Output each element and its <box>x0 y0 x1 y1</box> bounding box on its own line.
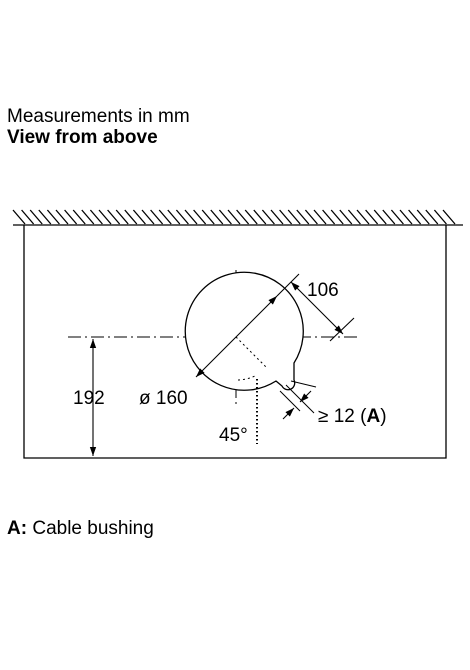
hatch-stroke <box>356 209 370 225</box>
hatch-stroke <box>81 209 95 225</box>
hatch-stroke <box>365 209 379 225</box>
hatch-stroke <box>21 209 35 225</box>
hatch-stroke <box>408 209 422 225</box>
hatch-stroke <box>270 209 284 225</box>
hatch-stroke <box>425 209 439 225</box>
diameter-dimension-line <box>195 295 278 378</box>
gap-label-prefix: ≥ 12 ( <box>318 406 367 427</box>
hatch-stroke <box>399 209 413 225</box>
hatch-stroke <box>330 209 344 225</box>
gap-leader <box>290 380 317 388</box>
hatch-stroke <box>29 209 43 225</box>
hatch-stroke <box>38 209 52 225</box>
hatch-stroke <box>373 209 387 225</box>
hatch-stroke <box>184 209 198 225</box>
hatch-stroke <box>46 209 60 225</box>
angle-ray <box>235 336 267 368</box>
angle-label: 45° <box>219 425 248 446</box>
gap-extension-right <box>285 384 315 414</box>
hatch-stroke <box>218 209 232 225</box>
hatch-stroke <box>347 209 361 225</box>
hatch-stroke <box>12 209 26 225</box>
hatch-stroke <box>89 209 103 225</box>
offset-extension-top <box>276 273 300 297</box>
offset-dimension-line <box>290 281 344 335</box>
units-note: Measurements in mm <box>7 106 190 127</box>
height-label: 192 <box>73 388 105 409</box>
hatch-stroke <box>433 209 447 225</box>
hatch-stroke <box>167 209 181 225</box>
hatch-stroke <box>313 209 327 225</box>
hatch-stroke <box>382 209 396 225</box>
hood-outline <box>23 225 447 459</box>
hatch-stroke <box>150 209 164 225</box>
legend-text: Cable bushing <box>27 518 154 539</box>
gap-arrow-right <box>299 390 312 403</box>
offset-extension-bottom <box>329 317 355 342</box>
hatch-stroke <box>64 209 78 225</box>
diameter-label: ø 160 <box>139 388 188 409</box>
ceiling-hatching <box>12 209 463 226</box>
hatch-stroke <box>287 209 301 225</box>
view-title: View from above <box>7 127 158 148</box>
hatch-stroke <box>55 209 69 225</box>
gap-label: ≥ 12 (A) <box>318 406 387 427</box>
hatch-stroke <box>124 209 138 225</box>
gap-label-suffix: ) <box>380 406 386 427</box>
angle-arc <box>237 375 256 381</box>
hatch-stroke <box>115 209 129 225</box>
hatch-stroke <box>322 209 336 225</box>
gap-arrow-left <box>282 407 295 420</box>
gap-label-marker: A <box>366 406 380 427</box>
hatch-stroke <box>244 209 258 225</box>
legend: A: Cable bushing <box>7 518 154 540</box>
hatch-stroke <box>296 209 310 225</box>
hatch-stroke <box>72 209 86 225</box>
hatch-stroke <box>442 209 456 225</box>
hatch-lines <box>12 209 456 225</box>
hatch-stroke <box>253 209 267 225</box>
hatch-stroke <box>201 209 215 225</box>
hatch-stroke <box>193 209 207 225</box>
hatch-stroke <box>339 209 353 225</box>
hatch-stroke <box>132 209 146 225</box>
hatch-stroke <box>175 209 189 225</box>
hatch-stroke <box>107 209 121 225</box>
gap-extension-left <box>279 390 301 412</box>
duct-opening-circle <box>184 271 304 391</box>
hatch-stroke <box>227 209 241 225</box>
hatch-stroke <box>210 209 224 225</box>
hatch-stroke <box>98 209 112 225</box>
hatch-stroke <box>158 209 172 225</box>
hatch-stroke <box>261 209 275 225</box>
hatch-stroke <box>304 209 318 225</box>
hatch-stroke <box>390 209 404 225</box>
offset-label: 106 <box>307 280 339 301</box>
hatch-stroke <box>236 209 250 225</box>
legend-key: A: <box>7 518 28 539</box>
hatch-stroke <box>416 209 430 225</box>
hatch-stroke <box>141 209 155 225</box>
hatch-stroke <box>279 209 293 225</box>
